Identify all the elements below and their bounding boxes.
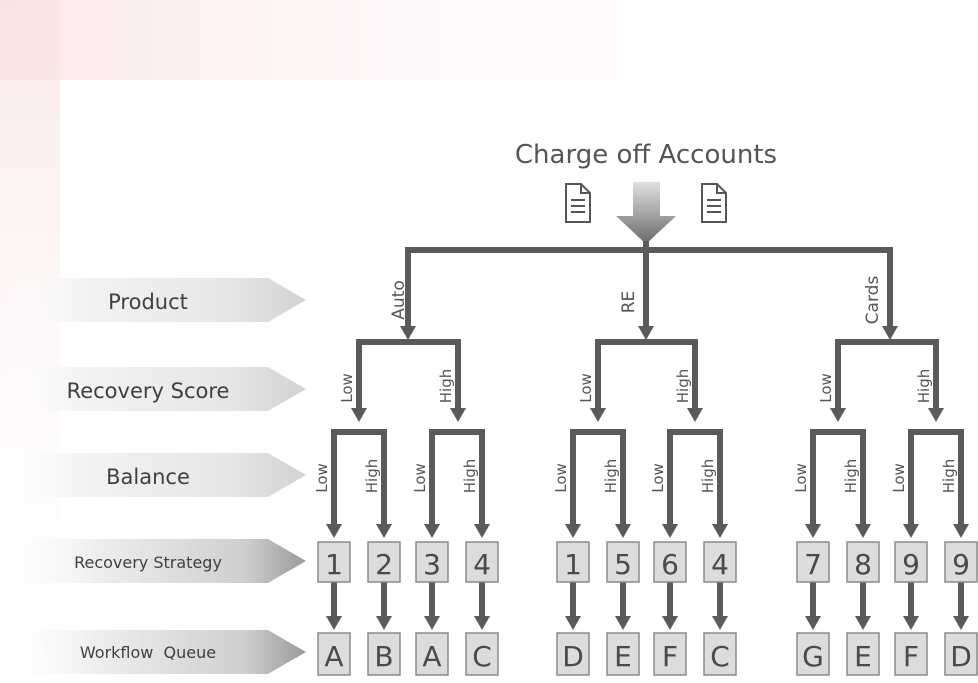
strategy-value: 8 [854, 548, 872, 581]
level-band-recovery-strategy: Recovery Strategy [0, 539, 306, 583]
strategy-value: 9 [902, 548, 920, 581]
diagram-title: Charge off Accounts [515, 140, 777, 170]
branch-label-high: High [699, 459, 717, 493]
queue-box: D [944, 632, 978, 676]
strategy-value: 1 [325, 548, 343, 581]
level-band-product: Product [0, 278, 306, 322]
branch-label-low: Low [338, 373, 356, 403]
strategy-box: 7 [796, 541, 830, 583]
level-label-recovery-strategy: Recovery Strategy [74, 553, 222, 572]
strategy-box: 1 [556, 541, 590, 583]
strategy-box: 8 [846, 541, 880, 583]
queue-box: D [556, 632, 590, 676]
strategy-box: 6 [653, 541, 687, 583]
queue-value: E [854, 640, 872, 673]
queue-box: C [465, 632, 499, 676]
strategy-value: 2 [375, 548, 393, 581]
strategy-value: 5 [614, 548, 632, 581]
branch-label-low: Low [552, 463, 570, 493]
queue-value: C [472, 640, 492, 673]
strategy-value: 1 [564, 548, 582, 581]
strategy-box: 1 [317, 541, 351, 583]
strategy-value: 6 [661, 548, 679, 581]
level-label-workflow-queue: Workflow Queue [80, 643, 216, 662]
branch-label-low: Low [792, 463, 810, 493]
branch-label-auto: Auto [389, 280, 409, 319]
document-icon [565, 183, 591, 223]
strategy-value: 3 [423, 548, 441, 581]
queue-value: D [562, 640, 584, 673]
branch-label-high: High [437, 369, 455, 403]
branch-label-low: Low [577, 373, 595, 403]
queue-value: F [662, 640, 678, 673]
level-label-recovery-score: Recovery Score [67, 379, 230, 403]
branch-label-re: RE [619, 291, 639, 314]
branch-label-high: High [602, 459, 620, 493]
document-icon [701, 183, 727, 223]
branch-label-high: High [842, 459, 860, 493]
branch-label-low: Low [890, 463, 908, 493]
down-arrow-icon [616, 182, 676, 244]
queue-box: G [796, 632, 830, 676]
strategy-box: 4 [703, 541, 737, 583]
queue-box: B [367, 632, 401, 676]
strategy-value: 4 [473, 548, 491, 581]
strategy-box: 9 [894, 541, 928, 583]
queue-box: A [317, 632, 351, 676]
strategy-box: 9 [944, 541, 978, 583]
queue-box: E [606, 632, 640, 676]
level-band-balance: Balance [0, 453, 306, 497]
queue-value: G [802, 640, 824, 673]
queue-value: A [324, 640, 343, 673]
queue-value: B [374, 640, 393, 673]
level-band-recovery-score: Recovery Score [0, 367, 306, 411]
queue-value: F [903, 640, 919, 673]
branch-label-high: High [363, 459, 381, 493]
strategy-value: 4 [711, 548, 729, 581]
strategy-value: 9 [952, 548, 970, 581]
branch-label-high: High [940, 459, 958, 493]
queue-value: D [950, 640, 972, 673]
branch-label-low: Low [649, 463, 667, 493]
branch-label-low: Low [817, 373, 835, 403]
queue-box: E [846, 632, 880, 676]
branch-label-high: High [674, 369, 692, 403]
branch-label-low: Low [411, 463, 429, 493]
level-band-workflow-queue: Workflow Queue [0, 630, 306, 674]
branch-label-cards: Cards [863, 276, 883, 325]
queue-box: F [894, 632, 928, 676]
level-label-product: Product [108, 290, 188, 314]
queue-box: A [415, 632, 449, 676]
strategy-box: 5 [606, 541, 640, 583]
level-label-balance: Balance [106, 465, 190, 489]
branch-label-high: High [461, 459, 479, 493]
strategy-box: 3 [415, 541, 449, 583]
tree-arrowheads [326, 326, 969, 630]
branch-label-low: Low [313, 463, 331, 493]
queue-value: A [422, 640, 441, 673]
queue-value: E [614, 640, 632, 673]
strategy-value: 7 [804, 548, 822, 581]
queue-box: F [653, 632, 687, 676]
branch-label-high: High [915, 369, 933, 403]
strategy-box: 2 [367, 541, 401, 583]
strategy-box: 4 [465, 541, 499, 583]
queue-value: C [710, 640, 730, 673]
queue-box: C [703, 632, 737, 676]
tree-connectors [331, 241, 964, 621]
